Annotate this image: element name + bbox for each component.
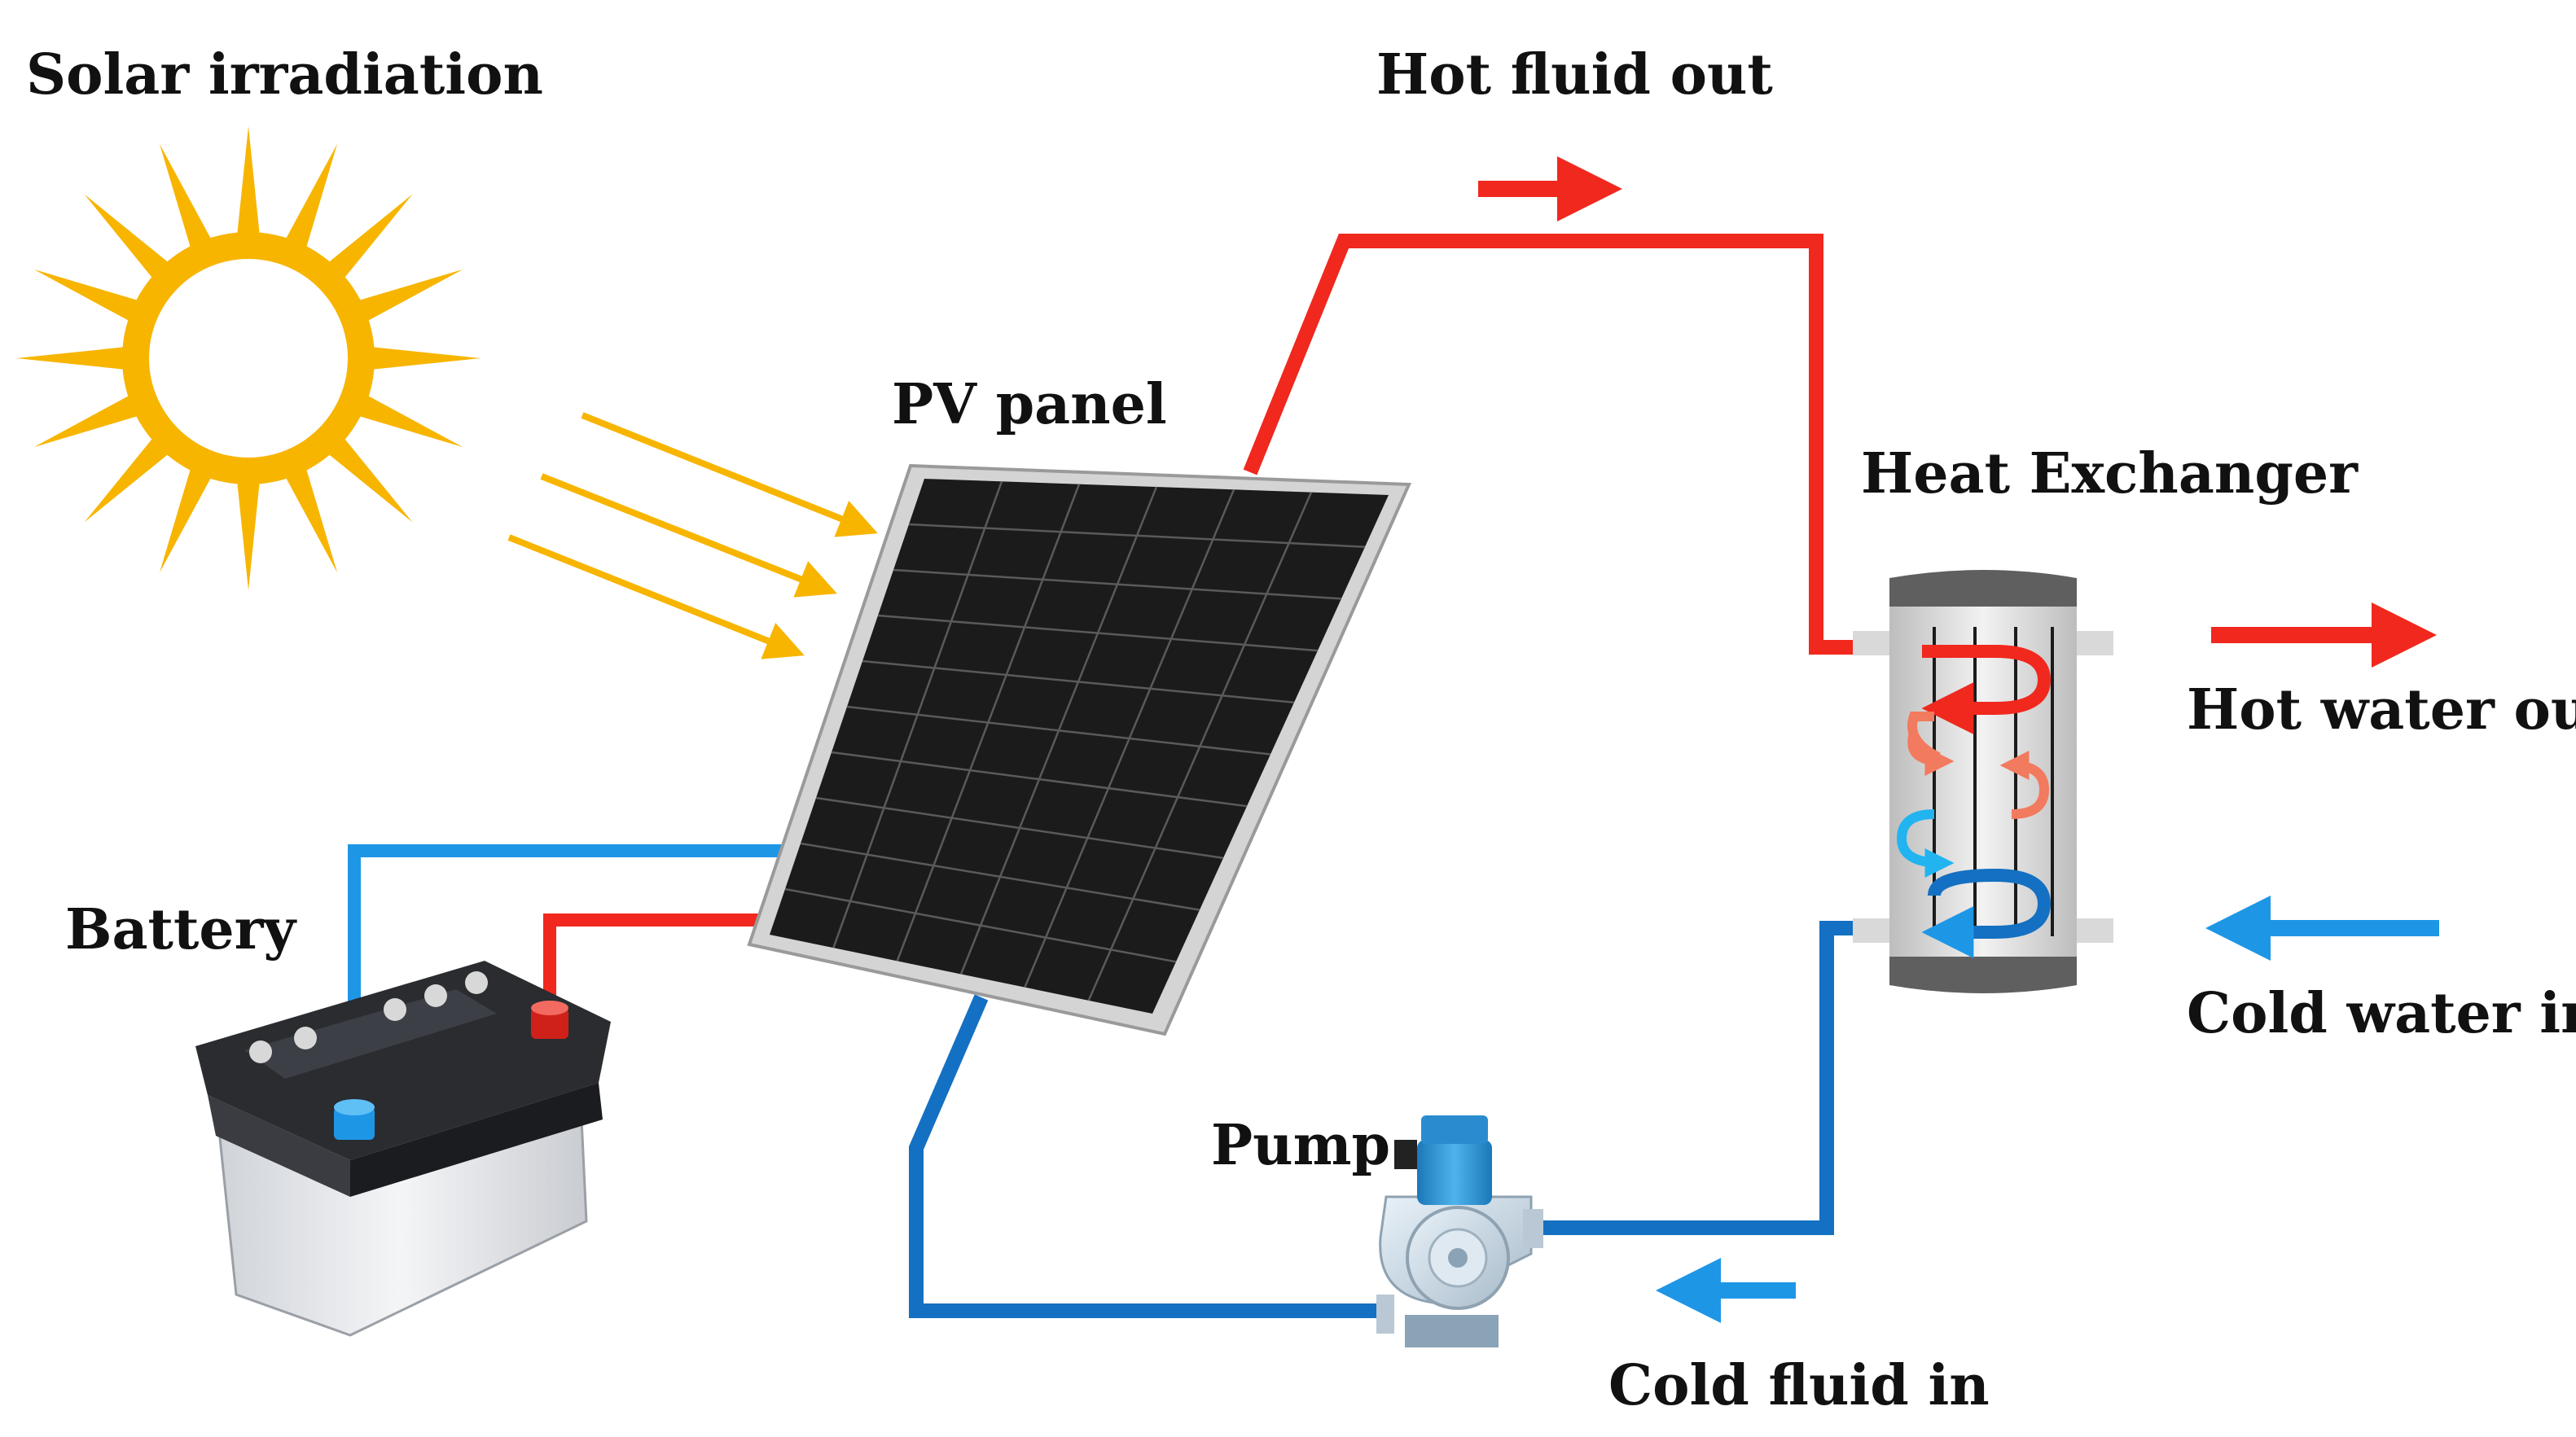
pump-label: Pump: [1211, 1113, 1390, 1178]
sun-ray: [84, 194, 178, 287]
heat-exchanger-label: Heat Exchanger: [1861, 441, 2359, 506]
pump-icon: [1376, 1115, 1543, 1347]
sun-ray: [280, 143, 338, 259]
cold-water-in-label: Cold water in: [2187, 981, 2576, 1046]
battery-icon: [195, 961, 611, 1337]
heat-exchanger-icon: [1853, 570, 2113, 993]
solar-panel-icon: [747, 463, 1412, 1036]
sun-ray: [235, 471, 261, 590]
sun-ray: [33, 390, 149, 448]
cold-fluid-pipe-lower: [909, 994, 1380, 1318]
irradiation-arrow: [540, 473, 837, 598]
battery-label: Battery: [65, 897, 297, 962]
sun-ray: [159, 143, 217, 259]
hot-fluid-pipe: [1243, 234, 1865, 655]
sun-ray: [280, 458, 338, 573]
heat-transfer-arrow: [1907, 731, 1955, 776]
sun-ray: [348, 390, 463, 448]
hot-flow-arrow: [1921, 645, 2052, 734]
irradiation-arrow: [581, 412, 878, 537]
sun-ray: [362, 345, 481, 371]
sun-ray: [319, 194, 413, 287]
cold-fluid-pipe-upper: [1539, 921, 1865, 1235]
hot-water-out-label: Hot water out: [2187, 677, 2576, 743]
battery-positive-terminal: [531, 1001, 568, 1039]
cold-flow-arrow: [1921, 868, 2052, 958]
cold-fluid-in-label: Cold fluid in: [1608, 1353, 1990, 1418]
solar-irradiation-label: Solar irradiation: [26, 42, 543, 107]
battery-negative-terminal: [334, 1099, 375, 1140]
sun-ray: [235, 126, 261, 245]
sun-ray: [84, 429, 178, 523]
sun-ray: [319, 429, 413, 523]
sun-ray: [159, 458, 217, 573]
cold-transfer-arrow: [1896, 809, 1955, 878]
irradiation-arrow: [507, 534, 805, 659]
sun-ray: [348, 269, 463, 326]
battery-positive-wire: [543, 913, 782, 1010]
heat-transfer-arrow: [1999, 751, 2050, 819]
sun-icon: [16, 126, 481, 590]
pv-panel-label: PV panel: [892, 372, 1167, 437]
hot-fluid-out-label: Hot fluid out: [1376, 42, 1773, 107]
solar-irradiation-arrows: [507, 412, 878, 659]
sun-ray: [33, 269, 149, 326]
sun-ray: [16, 345, 135, 371]
